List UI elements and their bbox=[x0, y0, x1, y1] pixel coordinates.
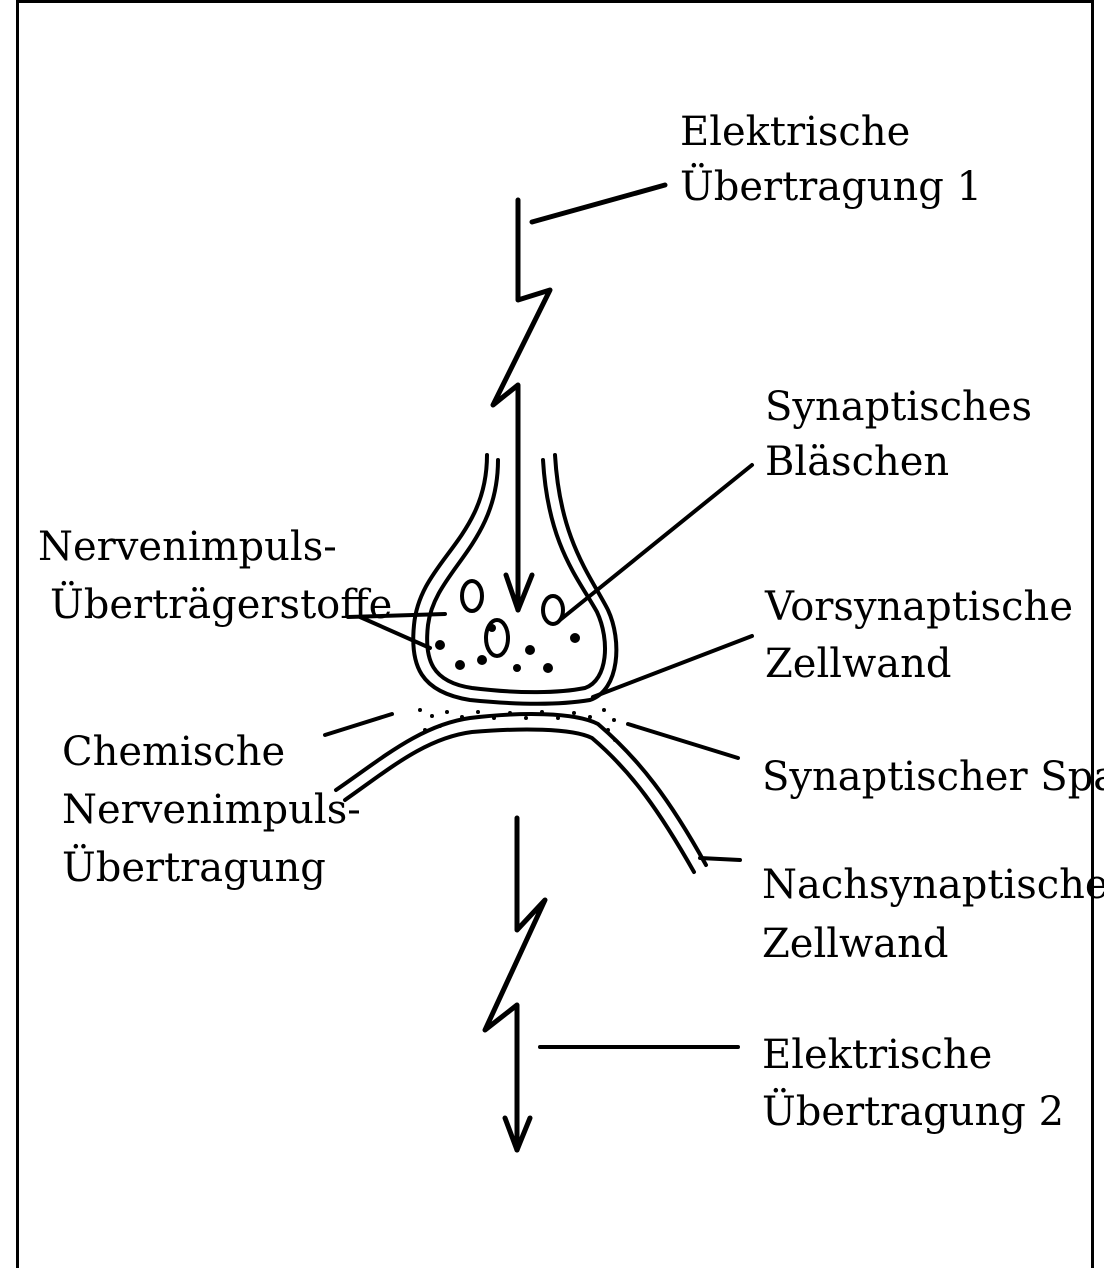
vesicle bbox=[462, 581, 482, 611]
leader-nachsynaptische bbox=[700, 858, 740, 860]
transmitter-dot bbox=[488, 624, 496, 632]
label-nachsynaptische-zellwand: Nachsynaptische Zellwand bbox=[762, 862, 1104, 967]
transmitter-dot bbox=[435, 640, 445, 650]
label-elektrische-uebertragung-1: Elektrische Übertragung 1 bbox=[680, 109, 982, 210]
leader-elektrische-1 bbox=[532, 185, 665, 222]
transmitter-dot bbox=[570, 633, 580, 643]
label-vorsynaptische-zellwand: Vorsynaptische Zellwand bbox=[764, 584, 1086, 687]
transmitter-dot bbox=[525, 645, 535, 655]
lightning-bolt-bottom bbox=[485, 818, 545, 1150]
postsynaptic-wall-outer bbox=[336, 714, 706, 865]
transmitter-dot bbox=[477, 655, 487, 665]
label-elektrische-uebertragung-2: Elektrische Übertragung 2 bbox=[762, 1032, 1064, 1135]
transmitter-dot bbox=[543, 663, 553, 673]
label-synaptisches-blaeschen: Synaptisches Bläschen bbox=[765, 384, 1045, 485]
leader-transmitter-b bbox=[360, 617, 430, 648]
transmitter-dot bbox=[455, 660, 465, 670]
leader-chemische bbox=[325, 714, 392, 735]
lightning-bolt-top bbox=[493, 200, 550, 610]
leader-vesicle bbox=[560, 465, 752, 620]
label-chemische-nervenimpuls-uebertragung: Chemische Nervenimpuls- Übertragung bbox=[62, 729, 373, 891]
label-nervenimpuls-uebertraegerstoffe: Nervenimpuls- Überträgerstoffe bbox=[38, 524, 392, 628]
label-synaptischer-spalt: Synaptischer Spalt bbox=[762, 754, 1104, 800]
transmitter-dot bbox=[513, 664, 521, 672]
leader-spalt bbox=[628, 724, 738, 758]
